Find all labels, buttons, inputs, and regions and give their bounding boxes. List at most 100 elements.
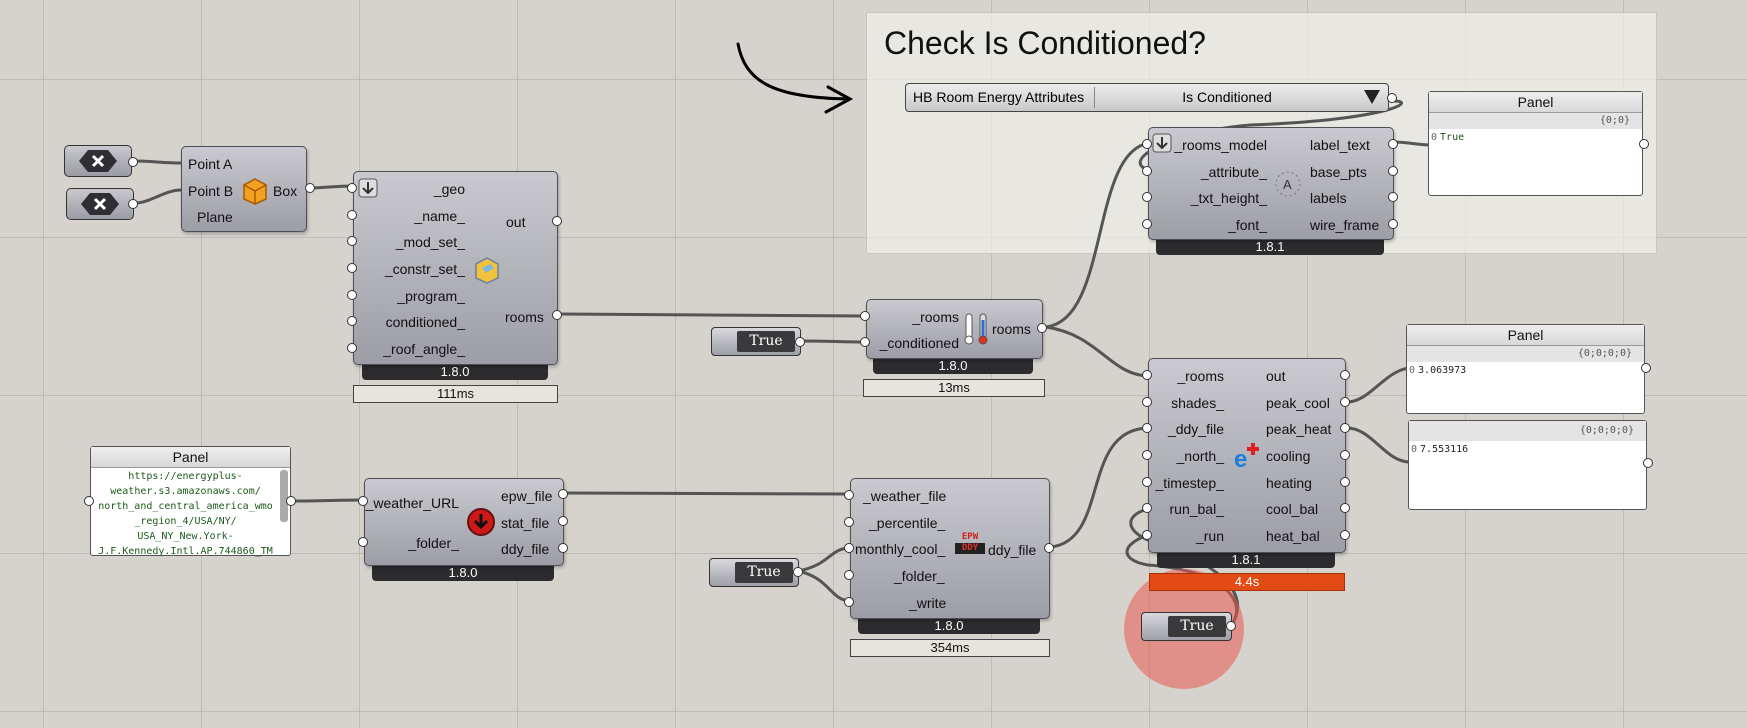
conditioned-component[interactable]: _rooms _conditioned rooms — [866, 299, 1043, 359]
input-port[interactable] — [1142, 370, 1152, 380]
output-port[interactable] — [1340, 503, 1350, 513]
dropdown-arrow-icon[interactable] — [1364, 90, 1380, 104]
input-port[interactable] — [860, 337, 870, 347]
output-port[interactable] — [795, 337, 805, 347]
download-weather-component[interactable]: _weather_URL _folder_ epw_file stat_file… — [364, 478, 564, 566]
output-port[interactable] — [1388, 192, 1398, 202]
hb-load-balance-component[interactable]: _rooms shades_ _ddy_file _north_ _timest… — [1148, 358, 1346, 553]
panel-scrollbar[interactable] — [280, 470, 288, 522]
output-port[interactable] — [1340, 450, 1350, 460]
hb-label-rooms-component[interactable]: _rooms_model _attribute_ _txt_height_ _f… — [1148, 127, 1394, 240]
input-port[interactable] — [1142, 397, 1152, 407]
conditioned-toggle[interactable]: True — [711, 327, 801, 356]
input-port[interactable] — [1142, 450, 1152, 460]
input-port[interactable] — [347, 316, 357, 326]
timer-label: 111ms — [353, 385, 558, 403]
output-port[interactable] — [305, 183, 315, 193]
output-port[interactable] — [1388, 139, 1398, 149]
output-port[interactable] — [1387, 93, 1397, 103]
input-label: _geo — [433, 181, 465, 197]
output-port[interactable] — [128, 199, 138, 209]
input-port[interactable] — [347, 290, 357, 300]
input-label: _run — [1195, 528, 1224, 544]
output-port[interactable] — [1340, 530, 1350, 540]
input-label: _program_ — [397, 288, 465, 304]
input-port[interactable] — [347, 236, 357, 246]
output-port[interactable] — [558, 516, 568, 526]
input-port[interactable] — [860, 311, 870, 321]
input-port[interactable] — [347, 183, 357, 193]
panel-title: Panel — [1407, 325, 1644, 346]
box-icon — [243, 178, 267, 205]
input-port[interactable] — [84, 496, 94, 506]
output-port[interactable] — [1340, 423, 1350, 433]
url-line: J.F.Kennedy.Intl.AP.744860_TM — [98, 546, 273, 557]
input-port[interactable] — [358, 496, 368, 506]
box-component[interactable]: Point A Point B Plane Box — [181, 146, 307, 232]
group-title: Check Is Conditioned? — [884, 25, 1206, 61]
input-port[interactable] — [347, 343, 357, 353]
point-a-param[interactable] — [64, 145, 132, 177]
output-port[interactable] — [552, 216, 562, 226]
input-port[interactable] — [1142, 139, 1152, 149]
download-arrow-icon[interactable] — [1152, 133, 1172, 153]
panel-value: 3.063973 — [1418, 365, 1467, 376]
monthly-toggle[interactable]: True — [709, 558, 799, 587]
output-port[interactable] — [1340, 397, 1350, 407]
output-label: cooling — [1266, 448, 1311, 464]
download-arrow-icon[interactable] — [358, 178, 378, 198]
toggle-value[interactable]: True — [1168, 616, 1226, 637]
input-port[interactable] — [1142, 219, 1152, 229]
input-port[interactable] — [844, 543, 854, 553]
hb-room-from-solid-component[interactable]: _geo _name_ _mod_set_ _constr_set_ _prog… — [353, 171, 558, 365]
output-port[interactable] — [1643, 458, 1653, 468]
attribute-dropdown[interactable]: HB Room Energy Attributes Is Conditioned — [905, 83, 1389, 112]
url-panel[interactable]: Panel https://energyplus- weather.s3.ama… — [90, 446, 291, 557]
toggle-value[interactable]: True — [737, 331, 795, 352]
output-port[interactable] — [286, 496, 296, 506]
wire — [797, 546, 851, 573]
output-port[interactable] — [793, 567, 803, 577]
output-port[interactable] — [558, 489, 568, 499]
input-port[interactable] — [347, 263, 357, 273]
output-label: stat_file — [501, 515, 550, 531]
input-port[interactable] — [1142, 423, 1152, 433]
input-port[interactable] — [347, 210, 357, 220]
output-port[interactable] — [1226, 621, 1236, 631]
output-port[interactable] — [1340, 477, 1350, 487]
output-port[interactable] — [1641, 363, 1651, 373]
wire — [134, 159, 182, 165]
input-port[interactable] — [1142, 192, 1152, 202]
input-port[interactable] — [1142, 503, 1152, 513]
output-port[interactable] — [1639, 139, 1649, 149]
input-port[interactable] — [1142, 166, 1152, 176]
input-port[interactable] — [358, 537, 368, 547]
point-b-param[interactable] — [66, 188, 134, 220]
input-port[interactable] — [1142, 530, 1152, 540]
ddy-from-epw-component[interactable]: _weather_file _percentile_ monthly_cool_… — [850, 478, 1050, 619]
input-port[interactable] — [844, 597, 854, 607]
output-port[interactable] — [1388, 219, 1398, 229]
output-port[interactable] — [552, 310, 562, 320]
dropdown-value[interactable]: Is Conditioned — [1182, 89, 1272, 105]
input-port[interactable] — [844, 517, 854, 527]
input-port[interactable] — [844, 570, 854, 580]
output-port[interactable] — [1340, 370, 1350, 380]
input-label: _write — [909, 595, 947, 611]
output-port[interactable] — [558, 543, 568, 553]
run-toggle[interactable]: True — [1141, 612, 1232, 641]
input-port[interactable] — [844, 490, 854, 500]
output-port[interactable] — [1044, 543, 1054, 553]
output-port[interactable] — [1037, 323, 1047, 333]
wire — [565, 491, 851, 496]
output-label: label_text — [1310, 137, 1370, 153]
version-label: 1.8.1 — [1157, 551, 1335, 568]
output-port[interactable] — [1388, 166, 1398, 176]
output-port[interactable] — [128, 157, 138, 167]
wire — [799, 339, 867, 344]
input-port[interactable] — [1142, 477, 1152, 487]
toggle-value[interactable]: True — [735, 562, 793, 583]
